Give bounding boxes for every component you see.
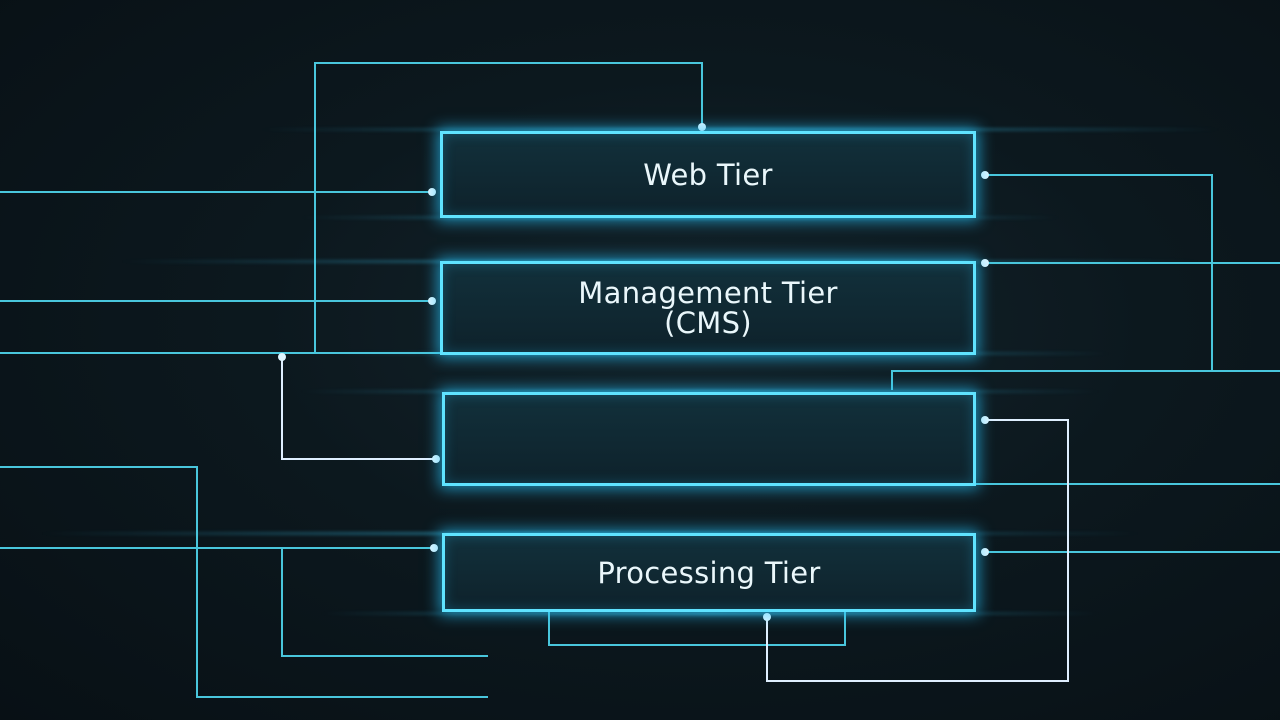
connector-node [763,613,771,621]
connector-node [981,259,989,267]
connector-node [430,544,438,552]
web-tier-box: Web Tier [440,131,976,218]
connector-node [981,416,989,424]
connector-line [891,370,1280,390]
unlabeled-tier-box [442,392,976,486]
light-streak [320,612,1100,615]
connector-line [281,548,488,657]
processing-tier-box: Processing Tier [442,533,976,612]
connector-line [548,612,846,646]
tier-label: Management Tier (CMS) [578,276,838,340]
connector-line [314,62,703,353]
connector-line [766,419,1069,682]
connector-line [985,174,1213,370]
connector-node [981,171,989,179]
connector-node [432,455,440,463]
connector-node [698,123,706,131]
light-streak [260,128,1220,131]
connector-line [281,357,436,460]
light-streak [300,390,1100,393]
connector-node [278,353,286,361]
tier-label: Web Tier [643,157,773,192]
management-tier-box: Management Tier (CMS) [440,261,976,355]
connector-node [428,297,436,305]
connector-line [0,466,488,698]
tier-label: Processing Tier [597,555,821,590]
connector-node [428,188,436,196]
connector-node [981,548,989,556]
